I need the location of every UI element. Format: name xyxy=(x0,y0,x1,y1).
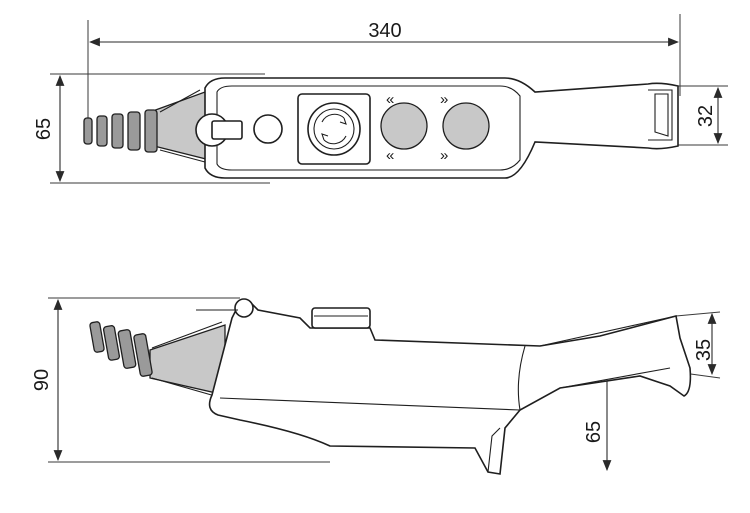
double-arrow-icon: » xyxy=(440,147,448,164)
dim-side-handle-height: 35 xyxy=(675,311,721,379)
top-cable-boot xyxy=(83,89,211,163)
side-view: 90 35 65 xyxy=(31,297,721,475)
top-strain-relief xyxy=(195,113,283,147)
top-view: 340 65 32 xyxy=(33,14,728,184)
double-arrow-icon: « xyxy=(386,147,394,164)
dim-handle-height-label: 32 xyxy=(695,105,717,127)
dim-side-handle-height-label: 35 xyxy=(693,339,715,361)
dim-side-handle-offset-label: 65 xyxy=(583,421,605,443)
dim-top-height: 65 xyxy=(33,73,270,184)
control-button-left[interactable]: « « xyxy=(380,91,428,164)
side-cable-boot xyxy=(89,321,226,399)
control-button-right[interactable]: » » xyxy=(440,91,490,164)
dim-overall-length-label: 340 xyxy=(368,20,401,42)
dim-top-height-label: 65 xyxy=(33,118,55,140)
side-body-outline xyxy=(208,300,692,475)
dim-side-height: 90 xyxy=(31,297,330,463)
dim-side-height-label: 90 xyxy=(31,369,53,391)
dim-overall-length: 340 xyxy=(87,14,681,118)
side-emergency-stop-cap xyxy=(311,307,371,329)
emergency-stop-button[interactable] xyxy=(297,93,371,165)
double-arrow-icon: « xyxy=(386,91,394,108)
double-arrow-icon: » xyxy=(440,91,448,108)
side-strain-relief xyxy=(196,298,254,318)
rotate-arrow-icon xyxy=(321,113,347,145)
